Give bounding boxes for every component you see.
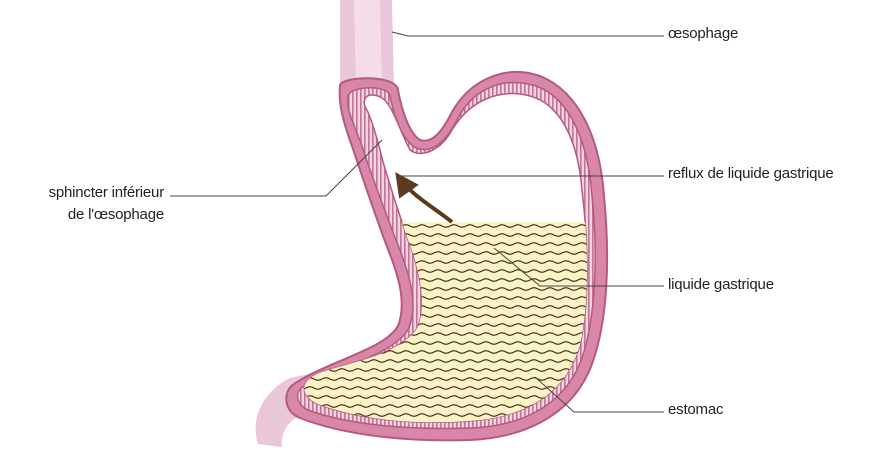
leader-sphincter <box>170 140 382 196</box>
label-estomac: estomac <box>668 401 723 419</box>
label-sphincter-line1: sphincter inférieur <box>8 184 164 202</box>
leader-oesophage <box>392 32 664 36</box>
label-sphincter-line2: de l'œsophage <box>8 206 164 224</box>
label-reflux: reflux de liquide gastrique <box>668 165 834 183</box>
label-oesophage: œsophage <box>668 25 738 43</box>
label-liquide-gastrique: liquide gastrique <box>668 276 774 294</box>
esophagus-inner <box>354 0 382 88</box>
